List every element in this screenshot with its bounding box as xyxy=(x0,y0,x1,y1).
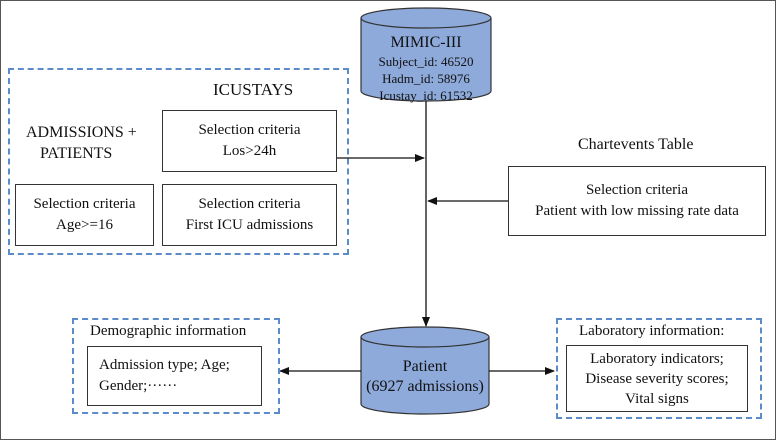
demographic-title: Demographic information xyxy=(90,323,247,339)
demographic-line1: Admission type; Age; xyxy=(99,357,230,373)
demographic-group xyxy=(72,318,280,414)
admissions-label-2: PATIENTS xyxy=(40,145,113,162)
admissions-label-1: ADMISSIONS + xyxy=(26,124,137,141)
mimic-subject-id: Subject_id: 46520 xyxy=(378,54,474,69)
patient-database-cylinder xyxy=(360,326,490,415)
los-criteria-line1: Selection criteria xyxy=(198,122,301,138)
chartevents-title: Chartevents Table xyxy=(578,136,694,153)
mimic-database-cylinder xyxy=(360,7,492,102)
demographic-line2: Gender;······ xyxy=(99,378,178,394)
selection-criteria-age-box: Selection criteria Age>=16 xyxy=(15,184,154,246)
mimic-database-label: MIMIC-III Subject_id: 46520 Hadm_id: 589… xyxy=(361,33,491,104)
icustays-title: ICUSTAYS xyxy=(213,80,294,99)
laboratory-line3: Vital signs xyxy=(625,390,689,407)
selection-criteria-los-box: Selection criteria Los>24h xyxy=(162,110,337,172)
patient-count: (6927 admissions) xyxy=(366,378,484,395)
patient-title: Patient xyxy=(402,358,448,375)
los-criteria-line2: Los>24h xyxy=(222,143,277,159)
chartevents-criteria-line2: Patient with low missing rate data xyxy=(535,203,739,219)
selection-criteria-first-icu-box: Selection criteria First ICU admissions xyxy=(162,184,337,246)
laboratory-box: Laboratory indicators; Disease severity … xyxy=(566,345,748,412)
laboratory-group xyxy=(556,318,762,419)
mimic-icustay-id: Icustay_id: 61532 xyxy=(379,88,473,103)
laboratory-line1: Laboratory indicators; xyxy=(590,350,724,367)
demographic-box: Admission type; Age; Gender;······ xyxy=(87,346,262,406)
mimic-title: MIMIC-III xyxy=(390,34,462,51)
patient-database-label: Patient (6927 admissions) xyxy=(361,357,489,397)
age-criteria-line1: Selection criteria xyxy=(33,196,136,212)
laboratory-title: Laboratory information: xyxy=(579,323,725,339)
mimic-hadm-id: Hadm_id: 58976 xyxy=(382,71,470,86)
laboratory-line2: Disease severity scores; xyxy=(585,370,729,387)
chartevents-criteria-box: Selection criteria Patient with low miss… xyxy=(508,166,766,236)
icustays-group xyxy=(8,68,349,255)
age-criteria-line2: Age>=16 xyxy=(56,217,113,233)
chartevents-criteria-line1: Selection criteria xyxy=(585,182,689,198)
first-icu-criteria-line2: First ICU admissions xyxy=(185,217,314,233)
first-icu-criteria-line1: Selection criteria xyxy=(198,196,301,212)
